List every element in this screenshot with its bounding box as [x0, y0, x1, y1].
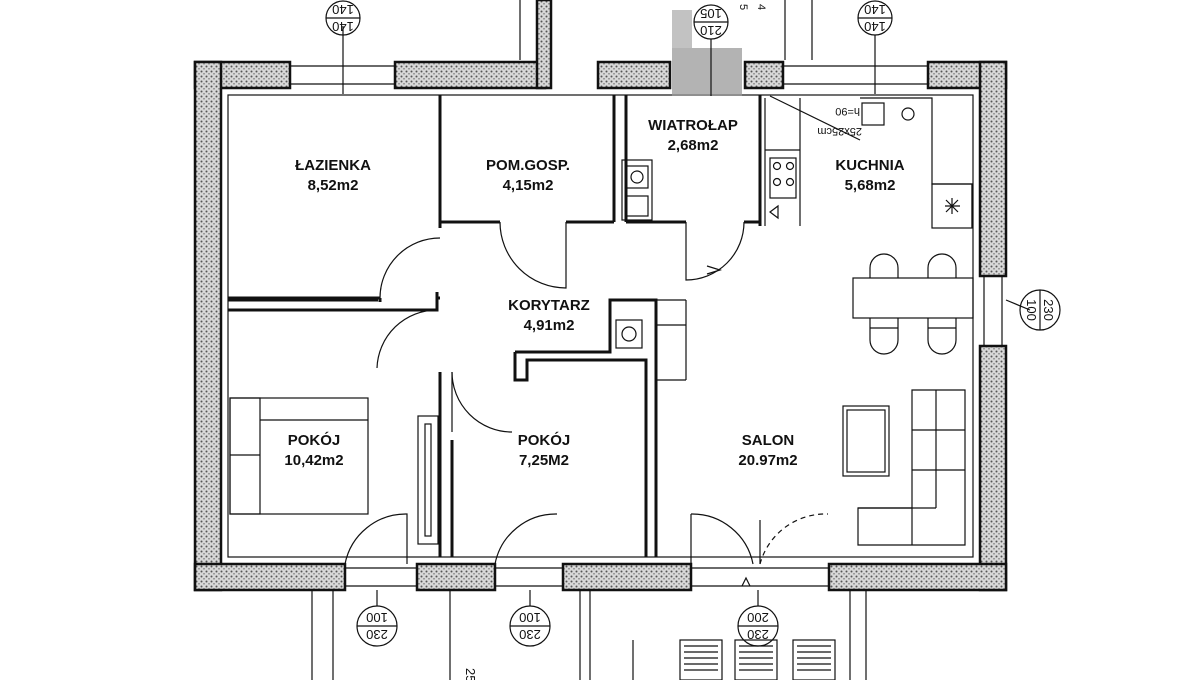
- dim-top: 140: [332, 19, 354, 34]
- wall-top-2: [393, 60, 547, 90]
- window-marker-top-right: 140 140: [857, 0, 893, 94]
- kitchen-counter: [764, 98, 801, 226]
- step-3: [792, 639, 836, 680]
- wall-left: [193, 60, 223, 592]
- room-korytarz-name: KORYTARZ: [508, 297, 590, 314]
- boiler: [621, 159, 653, 221]
- dim-top: 230: [747, 627, 769, 642]
- window-marker-right: 230 100: [1019, 289, 1061, 331]
- chimney-size-note: 25x25cm: [817, 125, 862, 137]
- room-pokoj-mid-name: POKÓJ: [518, 431, 571, 449]
- coffee-table: [842, 405, 890, 477]
- window-marker-bottom-3: 230 200: [737, 590, 779, 647]
- room-wiatrolap-area: 2,68m2: [668, 137, 719, 154]
- dim-note-bottom: 25: [463, 668, 478, 680]
- wall-bottom-4: [827, 562, 1008, 592]
- wardrobe: [417, 415, 439, 545]
- dim-top: 140: [864, 19, 886, 34]
- notes: h=90 25x25cm 25 5 4: [463, 4, 862, 680]
- wall-bottom-2: [415, 562, 497, 592]
- inner-walls: [228, 95, 762, 557]
- room-salon-area: 20.97m2: [738, 452, 797, 469]
- dining-table: [852, 277, 974, 319]
- window-marker-top-mid: 210 105: [693, 4, 729, 96]
- vent-block: [672, 48, 742, 96]
- vent-block-top: [672, 10, 692, 48]
- room-lazienka-name: ŁAZIENKA: [295, 157, 371, 174]
- top-tick-label-2: 4: [755, 4, 767, 10]
- top-tick-label: 5: [737, 4, 749, 10]
- dimension-markers: 140 140 210 105 140 140 230 100 230: [325, 0, 1061, 647]
- wall-inner-outline: [227, 94, 974, 558]
- dim-bottom: 100: [366, 610, 388, 625]
- room-kuchnia-area: 5,68m2: [845, 177, 896, 194]
- doors: [344, 221, 829, 565]
- dim-top: 210: [700, 23, 722, 38]
- exterior-lines: [311, 0, 1031, 680]
- window-marker-bottom-2: 230 100: [509, 590, 551, 647]
- dim-bottom: 100: [519, 610, 541, 625]
- room-pokoj-mid-area: 7,25M2: [519, 452, 569, 469]
- room-salon-name: SALON: [742, 432, 795, 449]
- room-pom-gosp-name: POM.GOSP.: [486, 157, 570, 174]
- furniture: [229, 95, 974, 546]
- corridor-heater: [615, 319, 643, 349]
- dim-top: 230: [1041, 299, 1056, 321]
- dim-bottom: 200: [747, 610, 769, 625]
- room-korytarz-area: 4,91m2: [524, 317, 575, 334]
- step-2: [734, 639, 778, 680]
- room-wiatrolap-name: WIATROŁAP: [648, 117, 738, 134]
- room-pokoj-left-name: POKÓJ: [288, 431, 341, 449]
- wall-bottom-3: [561, 562, 693, 592]
- windows: [290, 65, 1003, 587]
- wall-top-3: [596, 60, 672, 90]
- window-marker-bottom-1: 230 100: [356, 590, 398, 647]
- wall-right-upper: [978, 60, 1008, 278]
- dim-bottom: 105: [700, 6, 722, 21]
- window-marker-top-left: 140 140: [325, 0, 361, 94]
- room-lazienka-area: 8,52m2: [308, 177, 359, 194]
- dim-bottom: 140: [332, 2, 354, 17]
- wall-bottom-1: [193, 562, 347, 592]
- dim-bottom: 140: [864, 2, 886, 17]
- room-pom-gosp-area: 4,15m2: [503, 177, 554, 194]
- wall-top-4: [743, 60, 785, 90]
- chimney-height-note: h=90: [835, 105, 860, 117]
- entry-arrow: [741, 576, 751, 587]
- dim-bottom: 100: [1024, 299, 1039, 321]
- chimney-stub: [535, 0, 553, 90]
- dim-top: 230: [519, 627, 541, 642]
- outer-walls: [193, 0, 1008, 592]
- step-1: [679, 639, 723, 680]
- room-kuchnia-name: KUCHNIA: [835, 157, 904, 174]
- wall-right-lower: [978, 344, 1008, 592]
- room-labels: ŁAZIENKA 8,52m2 POM.GOSP. 4,15m2 WIATROŁ…: [284, 117, 904, 469]
- dim-top: 230: [366, 627, 388, 642]
- room-pokoj-left-area: 10,42m2: [284, 452, 343, 469]
